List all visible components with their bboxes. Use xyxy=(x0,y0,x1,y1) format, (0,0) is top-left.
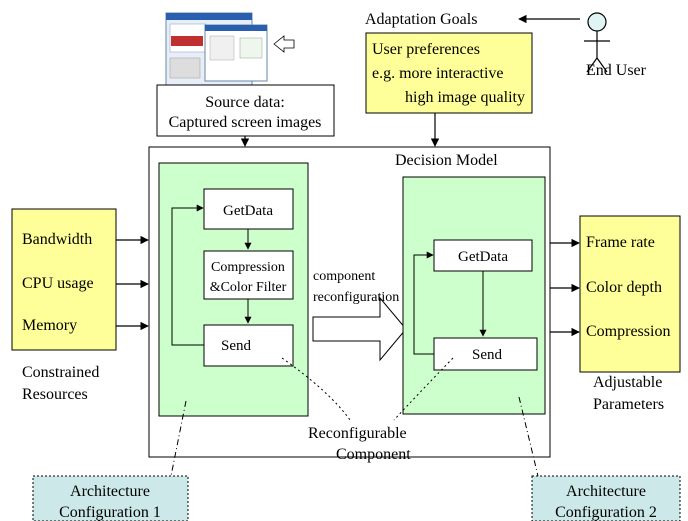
stick-figure-icon xyxy=(584,12,610,73)
resource-memory: Memory xyxy=(22,317,77,334)
decision-model-label: Decision Model xyxy=(395,152,498,169)
config1-loop-arrow xyxy=(171,204,204,346)
config2-leader xyxy=(518,396,539,477)
config1-getdata-box xyxy=(203,188,294,230)
config2-getdata-box xyxy=(433,239,533,272)
config2-loop-arrow xyxy=(413,251,434,355)
user-preferences-title: User preferences xyxy=(372,41,480,58)
config2-send-label: Send xyxy=(472,347,503,363)
config1-label-box xyxy=(32,475,189,521)
config2-label-line1: Architecture xyxy=(566,483,646,500)
user-preferences-line1: e.g. more interactive xyxy=(372,65,504,82)
block-arrow-icon xyxy=(312,296,407,362)
config2-getdata-label: GetData xyxy=(458,249,508,265)
reconfig-label-line1: component xyxy=(313,269,375,284)
config1-compression-line1: Compression xyxy=(211,260,285,275)
source-data-box xyxy=(156,84,335,137)
configuration-2-panel xyxy=(402,176,546,415)
reconfigurable-component-line2: Component xyxy=(336,446,411,463)
adjustable-parameters-box xyxy=(579,215,681,373)
end-user-label: End User xyxy=(586,62,647,79)
adjustable-caption-line2: Parameters xyxy=(593,396,664,413)
source-data-line2: Captured screen images xyxy=(169,114,322,131)
config2-label-line2: Configuration 2 xyxy=(555,504,657,521)
config1-label-line1: Architecture xyxy=(70,483,150,500)
config1-label-line2: Configuration 1 xyxy=(59,504,161,521)
reconfigurable-leader-left xyxy=(281,357,351,421)
constrained-caption-line2: Resources xyxy=(22,386,88,403)
config2-label-box xyxy=(531,475,681,521)
reconfig-label-line2: reconfiguration xyxy=(313,290,399,305)
param-color-depth: Color depth xyxy=(586,279,662,296)
constrained-caption-line1: Constrained xyxy=(22,364,99,381)
config1-compression-line2: &Color Filter xyxy=(210,280,287,295)
config1-compression-box xyxy=(203,250,294,300)
constrained-resources-box xyxy=(11,208,117,351)
resource-cpu-usage: CPU usage xyxy=(22,275,94,292)
param-frame-rate: Frame rate xyxy=(586,234,655,251)
reconfigurable-component-line1: Reconfigurable xyxy=(308,425,407,442)
user-preferences-box xyxy=(365,32,533,114)
screenshot-thumbnail-icon xyxy=(165,12,295,86)
user-preferences-line2: high image quality xyxy=(405,89,525,106)
resource-bandwidth: Bandwidth xyxy=(22,231,92,248)
config2-send-box xyxy=(433,337,538,371)
config1-send-label: Send xyxy=(221,338,252,354)
config1-getdata-label: GetData xyxy=(223,203,273,219)
param-compression: Compression xyxy=(586,323,670,340)
adaptation-goals-label: Adaptation Goals xyxy=(365,11,477,28)
source-data-line1: Source data: xyxy=(205,94,285,111)
adjustable-caption-line1: Adjustable xyxy=(593,374,662,391)
reconfigurable-leader-right xyxy=(393,357,454,421)
